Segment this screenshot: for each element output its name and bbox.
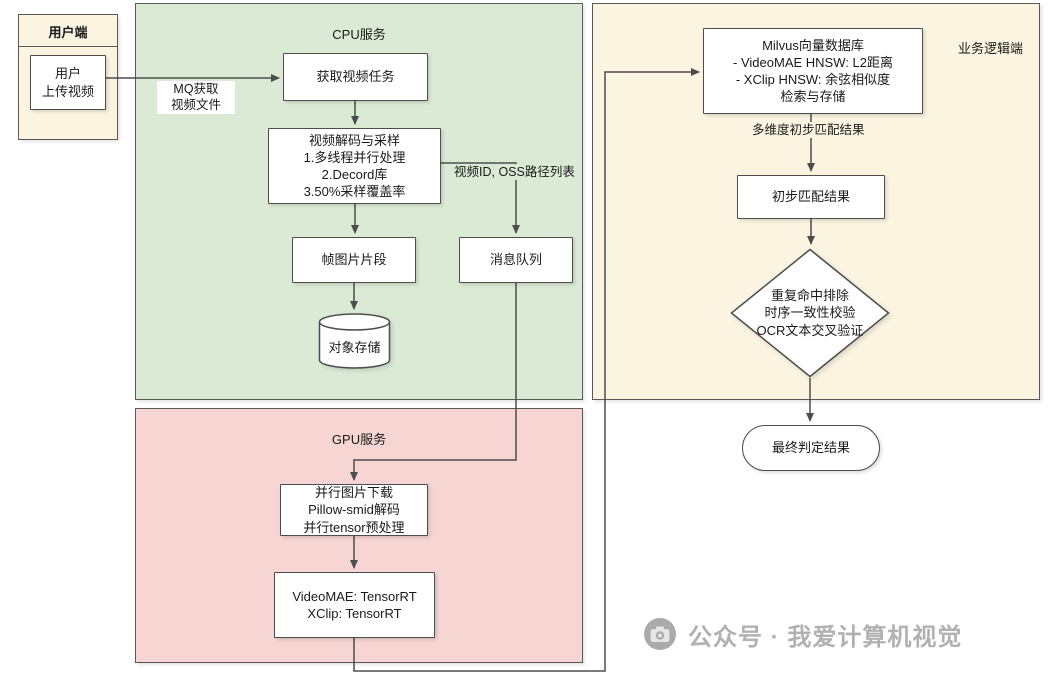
node-text: 视频解码与采样: [308, 132, 400, 148]
node-message-queue: 消息队列: [459, 237, 573, 283]
cylinder-shape: [318, 313, 391, 369]
node-text: 对象存储: [328, 340, 381, 356]
node-text: 2.Decord库: [321, 167, 388, 182]
node-text: 并行tensor预处理: [303, 519, 405, 535]
node-text: Pillow-smid解码: [308, 502, 400, 518]
node-preliminary-match: 初步匹配结果: [737, 175, 885, 219]
node-final-result: 最终判定结果: [742, 425, 880, 471]
node-object-storage: 对象存储: [318, 312, 391, 370]
watermark-text: 公众号 · 我爱计算机视觉: [688, 623, 963, 651]
edge-label-oss-paths: 视频ID, OSS路径列表: [452, 164, 577, 181]
node-parallel-download: 并行图片下载 Pillow-smid解码 并行tensor预处理: [280, 484, 428, 536]
region-cpu-title: CPU服务: [332, 27, 386, 42]
edge-label-mq-fetch: MQ获取 视频文件: [157, 81, 235, 114]
node-tensorrt-inference: VideoMAE: TensorRT XClip: TensorRT: [274, 572, 435, 638]
node-text: Milvus向量数据库: [762, 37, 864, 53]
node-text: 最终判定结果: [771, 440, 850, 456]
edge-label-multi-dim-match: 多维度初步匹配结果: [750, 122, 867, 139]
node-video-decode-sampling: 视频解码与采样 1.多线程并行处理 2.Decord库 3.50%采样覆盖率: [268, 128, 441, 204]
edge-inference-to-milvus: [353, 68, 700, 672]
region-business-title: 业务逻辑端: [957, 41, 1023, 56]
node-text: 检索与存储: [780, 89, 846, 105]
edge-queue-to-download: [350, 283, 517, 481]
node-text: VideoMAE: TensorRT: [292, 588, 417, 604]
node-text: XClip: TensorRT: [307, 606, 402, 621]
node-text: 用户: [54, 66, 81, 82]
node-text: 时序一致性校验: [764, 305, 856, 321]
region-gpu-title: GPU服务: [331, 432, 387, 447]
node-text: - VideoMAE HNSW: L2距离: [733, 54, 893, 70]
watermark: 公众号 · 我爱计算机视觉: [642, 616, 962, 652]
camera-icon: [644, 618, 676, 650]
diamond-shape: [730, 248, 890, 378]
node-text: 获取视频任务: [316, 69, 395, 85]
node-text: 重复命中排除: [770, 287, 849, 303]
node-verification-diamond: 重复命中排除 时序一致性校验 OCR文本交叉验证: [730, 248, 890, 378]
node-frame-segments: 帧图片片段: [292, 237, 416, 283]
node-text: OCR文本交叉验证: [756, 322, 864, 338]
node-text: 3.50%采样覆盖率: [303, 184, 406, 200]
node-text: 帧图片片段: [321, 252, 387, 268]
node-text: 并行图片下载: [314, 485, 393, 501]
node-text: - XClip HNSW: 余弦相似度: [735, 72, 891, 87]
node-text: 消息队列: [489, 252, 542, 268]
edge-decode-to-queue: [441, 162, 520, 234]
node-text: 上传视频: [41, 83, 94, 99]
region-user-title: 用户端: [19, 15, 117, 47]
node-milvus-vector-db: Milvus向量数据库 - VideoMAE HNSW: L2距离 - XCli…: [703, 28, 923, 114]
node-get-video-task: 获取视频任务: [283, 53, 428, 101]
node-text: 1.多线程并行处理: [303, 149, 406, 165]
node-user-upload: 用户 上传视频: [30, 55, 106, 110]
node-text: 初步匹配结果: [771, 189, 850, 205]
